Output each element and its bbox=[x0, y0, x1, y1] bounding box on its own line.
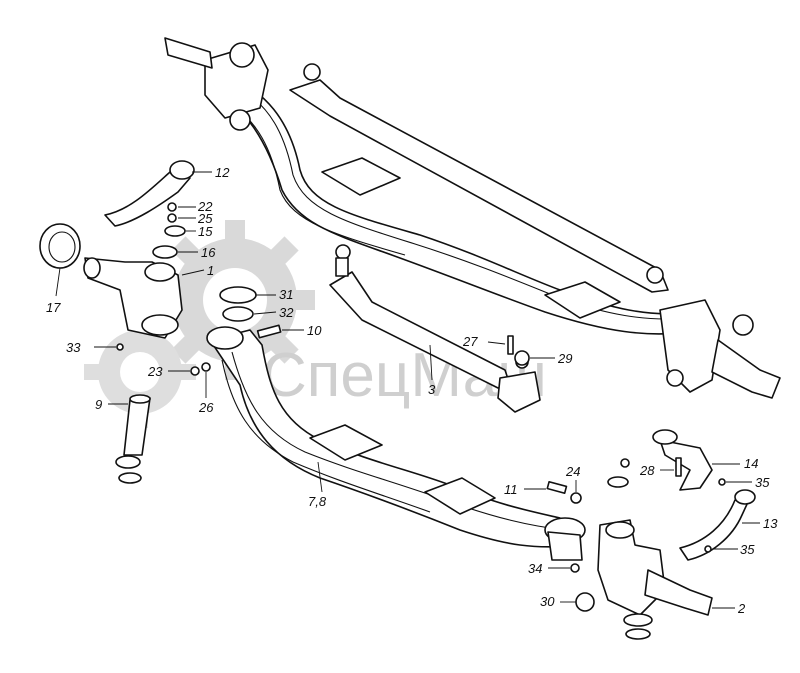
cotter-28 bbox=[675, 457, 682, 477]
callout-33: 33 bbox=[66, 340, 81, 355]
nut-35-lower bbox=[704, 545, 712, 553]
upper-axle-beam bbox=[164, 37, 781, 399]
leader-lines bbox=[55, 171, 760, 609]
callout-7-8: 7,8 bbox=[308, 494, 327, 509]
callout-11: 11 bbox=[504, 482, 518, 497]
ring-17-inner bbox=[48, 231, 76, 263]
callout-23: 23 bbox=[147, 364, 163, 379]
washer-lower-left-2 bbox=[118, 472, 142, 484]
callout-31: 31 bbox=[279, 287, 293, 302]
callout-labels: 12 22 25 15 16 1 17 31 32 10 33 23 26 9 … bbox=[46, 165, 778, 616]
cap-right bbox=[607, 476, 629, 488]
castle-nut-30 bbox=[575, 592, 595, 612]
callout-9: 9 bbox=[95, 397, 102, 412]
cap-15 bbox=[164, 225, 186, 237]
callout-17: 17 bbox=[46, 300, 61, 315]
callout-35-upper: 35 bbox=[755, 475, 770, 490]
steering-arm-13 bbox=[679, 499, 749, 561]
callout-27: 27 bbox=[462, 334, 478, 349]
nut-35-upper bbox=[718, 478, 726, 486]
callout-28: 28 bbox=[639, 463, 655, 478]
pin-10 bbox=[256, 324, 282, 339]
callout-2: 2 bbox=[737, 601, 746, 616]
callout-10: 10 bbox=[307, 323, 322, 338]
castle-nut-29 bbox=[514, 350, 530, 366]
pin-11 bbox=[546, 480, 568, 494]
callout-35-lower: 35 bbox=[740, 542, 755, 557]
bolt-22 bbox=[167, 202, 177, 212]
callout-1: 1 bbox=[207, 263, 214, 278]
nut-34 bbox=[570, 563, 580, 573]
callout-24: 24 bbox=[565, 464, 580, 479]
lower-axle-beam bbox=[206, 326, 586, 561]
callout-29: 29 bbox=[557, 351, 572, 366]
arm-13-eye bbox=[734, 489, 756, 505]
nut-24 bbox=[570, 492, 582, 504]
nut-33 bbox=[116, 343, 124, 351]
cotter-27 bbox=[507, 335, 514, 355]
lower-tie-rod bbox=[329, 244, 541, 413]
callout-30: 30 bbox=[540, 594, 555, 609]
callout-15: 15 bbox=[198, 224, 213, 239]
king-pin-9-top bbox=[129, 394, 151, 404]
arm-14-eye bbox=[652, 429, 678, 445]
gasket-16 bbox=[152, 245, 178, 259]
callout-26: 26 bbox=[198, 400, 214, 415]
callout-16: 16 bbox=[201, 245, 216, 260]
upper-tie-rod bbox=[289, 63, 669, 293]
washer-32 bbox=[222, 306, 254, 322]
arm-12-eye bbox=[169, 160, 195, 180]
callout-12: 12 bbox=[215, 165, 230, 180]
bolt-right bbox=[620, 458, 630, 468]
right-knuckle-2 bbox=[597, 519, 713, 640]
nut-23 bbox=[190, 366, 200, 376]
callout-25: 25 bbox=[197, 211, 213, 226]
callout-14: 14 bbox=[744, 456, 758, 471]
washer-31 bbox=[219, 286, 257, 304]
callout-3: 3 bbox=[428, 382, 436, 397]
callout-32: 32 bbox=[279, 305, 294, 320]
callout-22: 22 bbox=[197, 199, 213, 214]
steering-arm-14 bbox=[659, 439, 713, 491]
callout-34: 34 bbox=[528, 561, 542, 576]
washer-25 bbox=[167, 213, 177, 223]
washer-lower-left bbox=[115, 455, 141, 469]
steering-arm-12 bbox=[104, 171, 191, 227]
callout-13: 13 bbox=[763, 516, 778, 531]
left-knuckle-1 bbox=[83, 257, 183, 339]
washer-26 bbox=[201, 362, 211, 372]
